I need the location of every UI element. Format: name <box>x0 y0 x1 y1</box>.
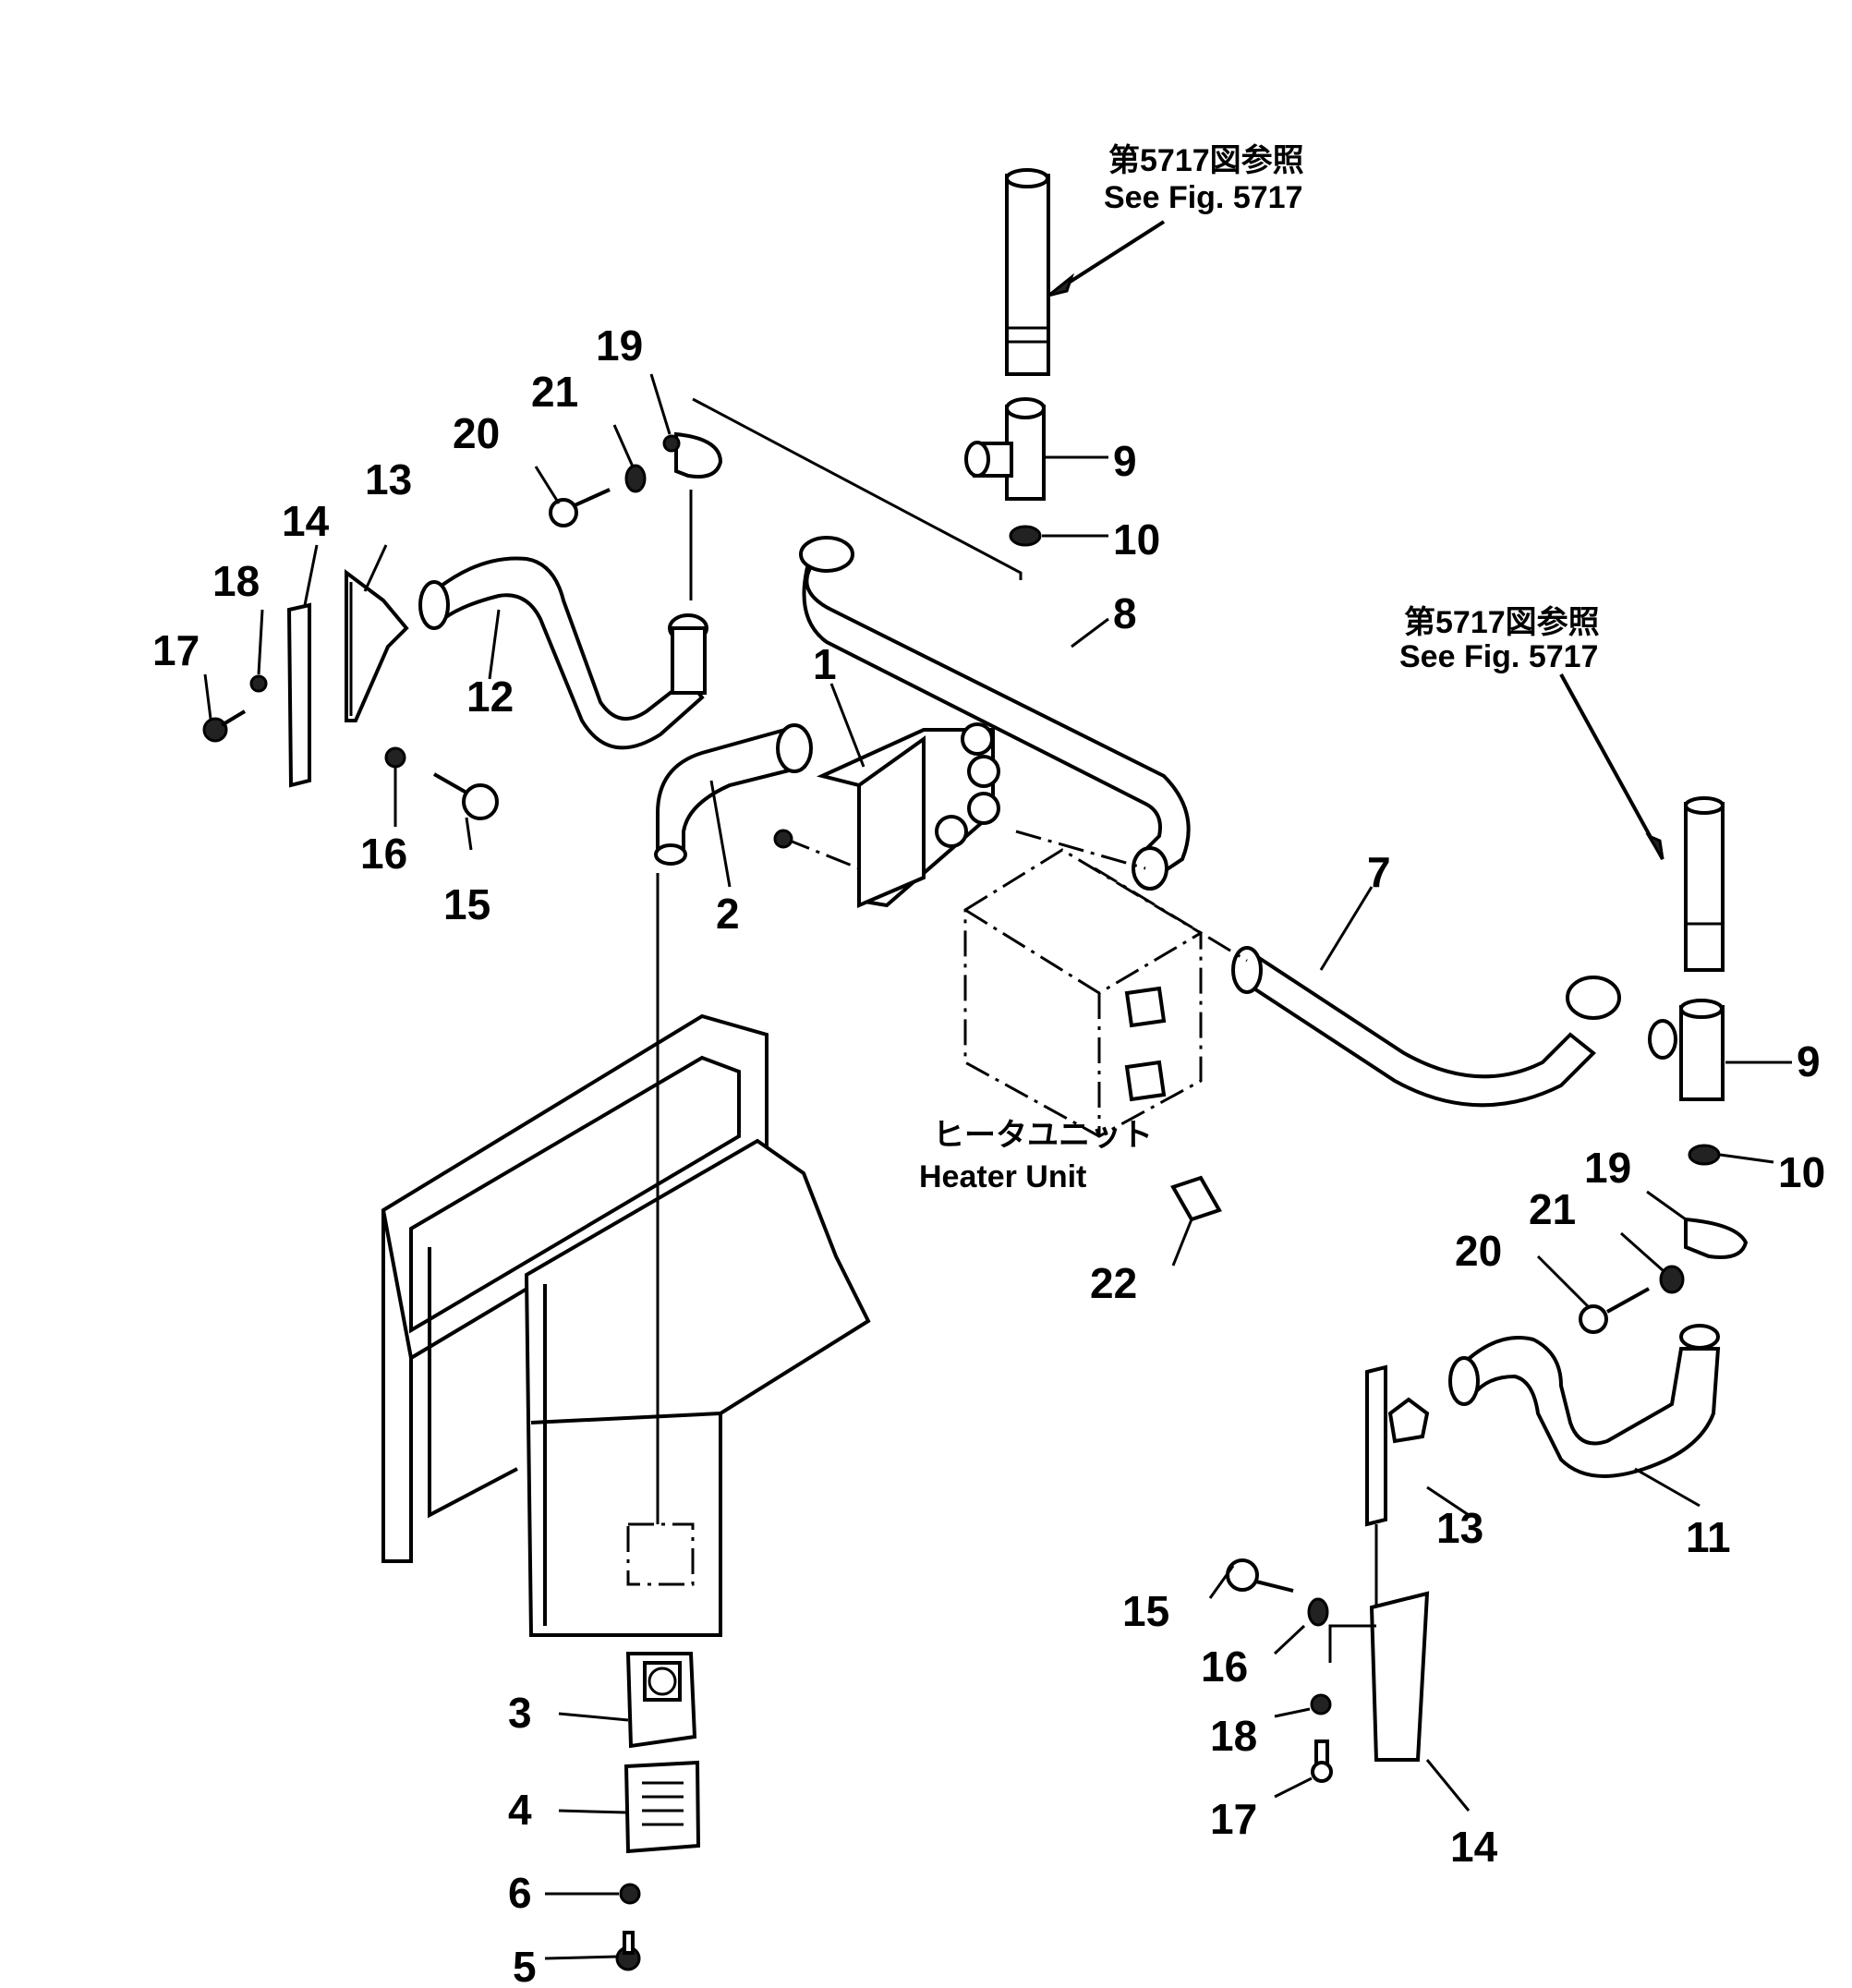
bolt-15-right <box>1226 1558 1294 1593</box>
callout-15-left: 15 <box>443 880 490 928</box>
washer-18-left <box>249 674 268 693</box>
callout-6: 6 <box>508 1869 532 1917</box>
bolt-15-left <box>433 772 499 820</box>
pipe-top <box>1005 168 1050 376</box>
hose-11 <box>1448 1324 1721 1478</box>
washer-6 <box>619 1883 641 1905</box>
heater-unit-en: Heater Unit <box>919 1159 1086 1194</box>
callout-16-left: 16 <box>360 830 407 878</box>
callout-18-right: 18 <box>1210 1712 1257 1760</box>
nozzle-13-left <box>345 569 409 722</box>
callout-19-right: 19 <box>1584 1144 1631 1192</box>
clamp-19-right <box>1684 1217 1749 1259</box>
callout-17-right: 17 <box>1210 1795 1257 1843</box>
callout-12: 12 <box>466 673 514 721</box>
valve-block-1 <box>773 722 1000 909</box>
callout-3: 3 <box>508 1689 532 1737</box>
hose-8 <box>799 536 1191 891</box>
screw-5 <box>615 1931 641 1971</box>
heater-unit-jp: ヒータユニット <box>933 1118 1153 1153</box>
callout-13-left: 13 <box>365 455 412 503</box>
callout-10-right: 10 <box>1778 1148 1825 1196</box>
bolt-20-left <box>549 488 611 527</box>
callout-14-right: 14 <box>1450 1823 1498 1871</box>
tee-fitting-9-top <box>964 397 1046 501</box>
washer-10-right <box>1688 1144 1721 1166</box>
label-plate-22 <box>1170 1175 1222 1222</box>
callout-7: 7 <box>1367 848 1391 896</box>
vent-frame-3 <box>625 1652 697 1749</box>
callout-20-right: 20 <box>1455 1227 1502 1275</box>
screw-17-right <box>1311 1740 1333 1783</box>
callout-16-right: 16 <box>1201 1643 1248 1691</box>
washer-16-left <box>384 746 406 769</box>
callout-21-left: 21 <box>531 368 578 416</box>
callout-14-left: 14 <box>282 497 330 545</box>
washer-18-right <box>1310 1693 1332 1715</box>
tee-fitting-9-right <box>1648 999 1725 1101</box>
callout-21-right: 21 <box>1529 1185 1576 1233</box>
callout-15-right: 15 <box>1122 1587 1169 1635</box>
hose-12 <box>418 556 708 750</box>
washer-21-right <box>1659 1265 1685 1294</box>
bracket-13-right <box>1365 1364 1430 1527</box>
washer-10-top <box>1009 525 1042 547</box>
ref-right-jp: 第5717図参照 <box>1404 605 1600 640</box>
callout-20-left: 20 <box>453 409 500 457</box>
ref-top-jp: 第5717図参照 <box>1108 143 1304 178</box>
clamp-19-left <box>662 431 723 479</box>
washer-16-right <box>1307 1597 1329 1627</box>
pipe-right <box>1684 796 1725 972</box>
callout-17-left: 17 <box>152 626 200 674</box>
cab-panel <box>381 1013 871 1637</box>
callout-1: 1 <box>813 640 837 688</box>
ref-right-en: See Fig. 5717 <box>1399 639 1598 674</box>
callout-18-left: 18 <box>212 557 260 605</box>
screw-17-left <box>202 709 247 743</box>
callout-4: 4 <box>508 1786 532 1834</box>
heater-unit <box>963 848 1203 1138</box>
duct-hose-2 <box>654 723 813 866</box>
callout-22: 22 <box>1090 1259 1137 1307</box>
callout-9-right: 9 <box>1797 1037 1821 1085</box>
hose-7 <box>1231 946 1621 1108</box>
callout-13-right: 13 <box>1436 1504 1483 1552</box>
callout-2: 2 <box>716 890 740 938</box>
callout-9-top: 9 <box>1113 437 1137 485</box>
bracket-14-left <box>286 602 311 788</box>
bracket-14-right <box>1328 1591 1430 1762</box>
callout-19-left: 19 <box>596 321 643 370</box>
ref-top-en: See Fig. 5717 <box>1104 180 1302 215</box>
louver-grille-4 <box>623 1760 701 1854</box>
bolt-20-right <box>1579 1287 1650 1334</box>
callout-10-top: 10 <box>1113 515 1160 564</box>
callout-5: 5 <box>513 1943 537 1988</box>
washer-21-left <box>624 464 647 493</box>
callout-11: 11 <box>1686 1513 1731 1561</box>
callout-8: 8 <box>1113 589 1137 637</box>
